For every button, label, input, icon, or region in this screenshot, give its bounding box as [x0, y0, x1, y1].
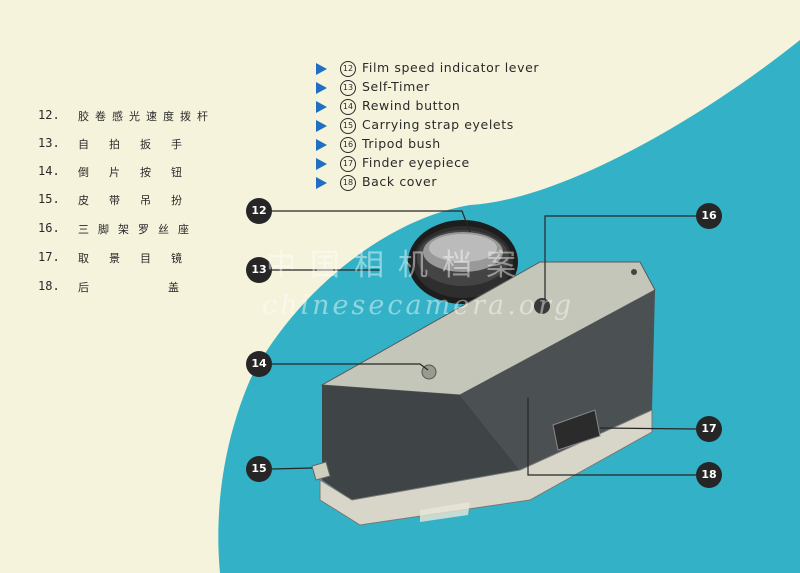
list-item: 18. 后 盖	[38, 279, 198, 303]
list-item: 12. 胶卷感光速度拨杆	[38, 108, 214, 132]
list-item-text: 后 盖	[78, 281, 203, 294]
list-item: 15. 皮带吊扮	[38, 192, 198, 216]
triangle-marker-icon	[316, 177, 327, 189]
list-item-number: 14.	[38, 164, 60, 178]
legend-item: 18 Back cover	[316, 174, 616, 193]
list-item-text: 倒片按钮	[78, 166, 202, 179]
list-item-number: 15.	[38, 192, 60, 206]
list-item-number: 13.	[38, 136, 60, 150]
legend-item: 17 Finder eyepiece	[316, 155, 616, 174]
legend-item-text: Tripod bush	[362, 136, 441, 151]
strap-eyelet-shape	[311, 461, 331, 481]
legend-item-text: Carrying strap eyelets	[362, 117, 514, 132]
camera-chrome-base	[319, 409, 653, 526]
leader-lines	[271, 210, 697, 476]
circled-number: 12	[340, 61, 356, 77]
triangle-marker-icon	[316, 158, 327, 170]
list-item-text: 三脚架罗丝座	[78, 223, 198, 236]
callout-17: 17	[696, 416, 722, 442]
list-item: 14. 倒片按钮	[38, 164, 198, 188]
list-item-number: 18.	[38, 279, 60, 293]
legend-item-text: Finder eyepiece	[362, 155, 470, 170]
camera-illustration	[311, 220, 656, 526]
legend-item-text: Film speed indicator lever	[362, 60, 540, 75]
triangle-marker-icon	[316, 63, 327, 75]
camera-back-leatherette	[460, 290, 655, 470]
list-item-number: 12.	[38, 108, 60, 122]
legend-item: 14 Rewind button	[316, 98, 616, 117]
triangle-marker-icon	[316, 139, 327, 151]
legend-item-text: Rewind button	[362, 98, 461, 113]
list-item-text: 取景目镜	[78, 252, 202, 265]
circled-number: 18	[340, 175, 356, 191]
camera-lens	[408, 220, 518, 304]
legend-item: 15 Carrying strap eyelets	[316, 117, 616, 136]
tripod-bush-hole	[534, 298, 550, 314]
camera-front-leatherette	[322, 385, 520, 500]
circled-number: 15	[340, 118, 356, 134]
circled-number: 13	[340, 80, 356, 96]
legend-item-text: Back cover	[362, 174, 438, 189]
callout-15: 15	[246, 456, 272, 482]
triangle-marker-icon	[316, 101, 327, 113]
triangle-marker-icon	[316, 120, 327, 132]
list-item-number: 16.	[38, 221, 60, 235]
watermark-url: chinesecamera.org	[262, 290, 575, 321]
triangle-marker-icon	[316, 82, 327, 94]
watermark-chinese: 中国相机档案	[266, 248, 530, 283]
list-item: 13. 自拍扳手	[38, 136, 198, 160]
list-item: 17. 取景目镜	[38, 250, 198, 274]
circled-number: 16	[340, 137, 356, 153]
callout-12: 12	[246, 198, 272, 224]
callout-16: 16	[696, 203, 722, 229]
list-item-text: 胶卷感光速度拨杆	[78, 110, 214, 123]
callout-18: 18	[696, 462, 722, 488]
callout-13: 13	[246, 257, 272, 283]
callout-14: 14	[246, 351, 272, 377]
list-item-text: 皮带吊扮	[78, 194, 202, 207]
circled-number: 14	[340, 99, 356, 115]
legend-item: 13 Self-Timer	[316, 79, 616, 98]
finder-eyepiece-shape	[552, 409, 601, 451]
legend-item-text: Self-Timer	[362, 79, 430, 94]
list-item-text: 自拍扳手	[78, 138, 202, 151]
circled-number: 17	[340, 156, 356, 172]
list-item: 16. 三脚架罗丝座	[38, 221, 198, 245]
list-item-number: 17.	[38, 250, 60, 264]
legend-item: 12 Film speed indicator lever	[316, 60, 616, 79]
legend-item: 16 Tripod bush	[316, 136, 616, 155]
